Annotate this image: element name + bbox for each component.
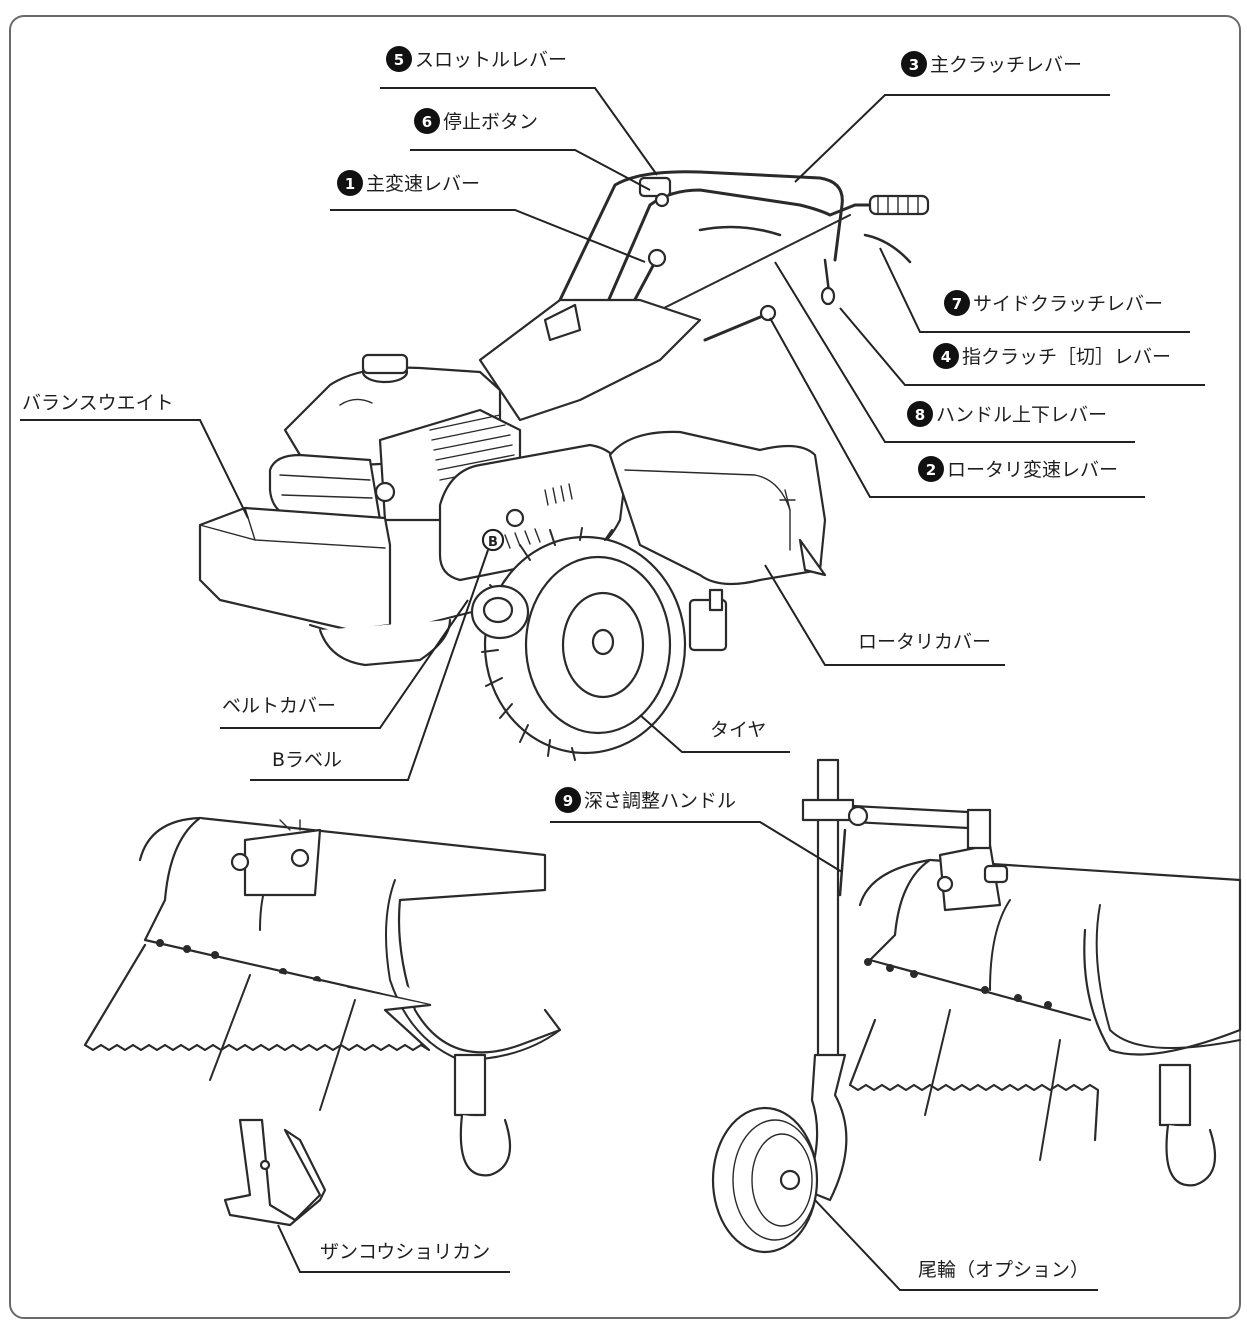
- label-handle-updown-lever: ハンドル上下レバー: [936, 404, 1107, 426]
- label-depth-handle: 深さ調整ハンドル: [584, 790, 736, 812]
- number-1: 1: [345, 175, 355, 193]
- number-badge-7: [944, 290, 970, 316]
- b-mark: B: [488, 535, 498, 550]
- number-badge-1: [337, 170, 363, 196]
- label-rotary-shift-lever: ロータリ変速レバー: [947, 459, 1118, 481]
- number-9: 9: [563, 792, 573, 810]
- label-zankou-shorikan: ザンコウショリカン: [320, 1241, 490, 1263]
- label-main-clutch-lever: 主クラッチレバー: [930, 54, 1082, 76]
- callout-finger-clutch-lever: 4 指クラッチ［切］レバー: [933, 343, 1171, 369]
- label-stop-button: 停止ボタン: [443, 111, 538, 133]
- number-badge-5: [386, 46, 412, 72]
- number-8: 8: [915, 406, 925, 424]
- number-badge-6: [414, 108, 440, 134]
- callout-depth-handle: 9 深さ調整ハンドル: [555, 787, 736, 813]
- number-badge-3: [901, 51, 927, 77]
- number-7: 7: [952, 295, 962, 313]
- number-badge-2: [918, 456, 944, 482]
- callout-throttle-lever: 5 スロットルレバー: [386, 46, 567, 72]
- callout-stop-button: 6 停止ボタン: [414, 108, 538, 134]
- rotary-cover-inset: [83, 816, 562, 1227]
- label-side-clutch-lever: サイドクラッチレバー: [973, 293, 1163, 315]
- number-badge-9: [555, 787, 581, 813]
- callout-side-clutch-lever: 7 サイドクラッチレバー: [944, 290, 1163, 316]
- label-tail-wheel: 尾輪（オプション）: [918, 1259, 1089, 1281]
- callout-rotary-shift-lever: 2 ロータリ変速レバー: [918, 456, 1118, 482]
- label-rotary-cover: ロータリカバー: [858, 631, 991, 653]
- label-main-shift-lever: 主変速レバー: [366, 173, 480, 195]
- b-mark-circle: [482, 529, 504, 551]
- label-finger-clutch-lever: 指クラッチ［切］レバー: [962, 346, 1171, 368]
- tiller-illustration: [198, 170, 930, 761]
- label-throttle-lever: スロットルレバー: [415, 49, 567, 71]
- leader-lines: [20, 87, 1205, 1291]
- number-4: 4: [941, 348, 951, 366]
- number-3: 3: [909, 56, 919, 74]
- callout-handle-updown-lever: 8 ハンドル上下レバー: [907, 401, 1107, 427]
- tail-wheel-inset: [711, 758, 1242, 1254]
- label-belt-cover: ベルトカバー: [222, 695, 336, 717]
- number-2: 2: [926, 461, 936, 479]
- label-tire: タイヤ: [710, 719, 766, 741]
- page-frame: [9, 15, 1241, 1319]
- number-6: 6: [422, 113, 432, 131]
- number-badge-8: [907, 401, 933, 427]
- callout-main-shift-lever: 1 主変速レバー: [337, 170, 480, 196]
- callout-main-clutch-lever: 3 主クラッチレバー: [901, 51, 1082, 77]
- number-badge-4: [933, 343, 959, 369]
- label-b-label: Bラベル: [272, 749, 342, 771]
- label-balance-weight: バランスウエイト: [22, 392, 174, 414]
- callouts: 5 スロットルレバー 3 主クラッチレバー 6 停止ボタン 1 主変速レバー 7…: [22, 46, 1171, 1281]
- number-5: 5: [394, 51, 404, 69]
